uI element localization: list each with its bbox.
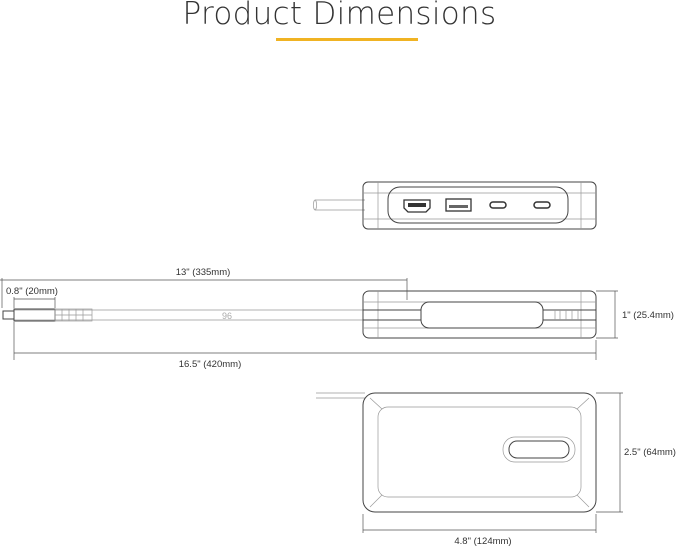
width-label: 4.8" (124mm)	[454, 536, 511, 546]
total-length-label: 16.5" (420mm)	[179, 359, 242, 370]
cable-length-label: 13" (335mm)	[176, 267, 231, 278]
usb-a-port-icon	[445, 198, 472, 212]
height-label: 1" (25.4mm)	[622, 310, 674, 321]
page-title: Product Dimensions	[182, 0, 497, 32]
top-view	[316, 392, 597, 513]
side-view: 96	[2, 290, 597, 339]
usb-c-port-icon	[533, 201, 551, 209]
depth-label: 2.5" (64mm)	[624, 447, 676, 458]
hdmi-port-icon	[403, 199, 431, 213]
usb-c-port-icon	[489, 201, 507, 209]
front-view	[313, 181, 597, 230]
title-underline	[276, 38, 418, 41]
svg-text:96: 96	[222, 311, 232, 321]
connector-length-label: 0.8" (20mm)	[6, 286, 58, 297]
